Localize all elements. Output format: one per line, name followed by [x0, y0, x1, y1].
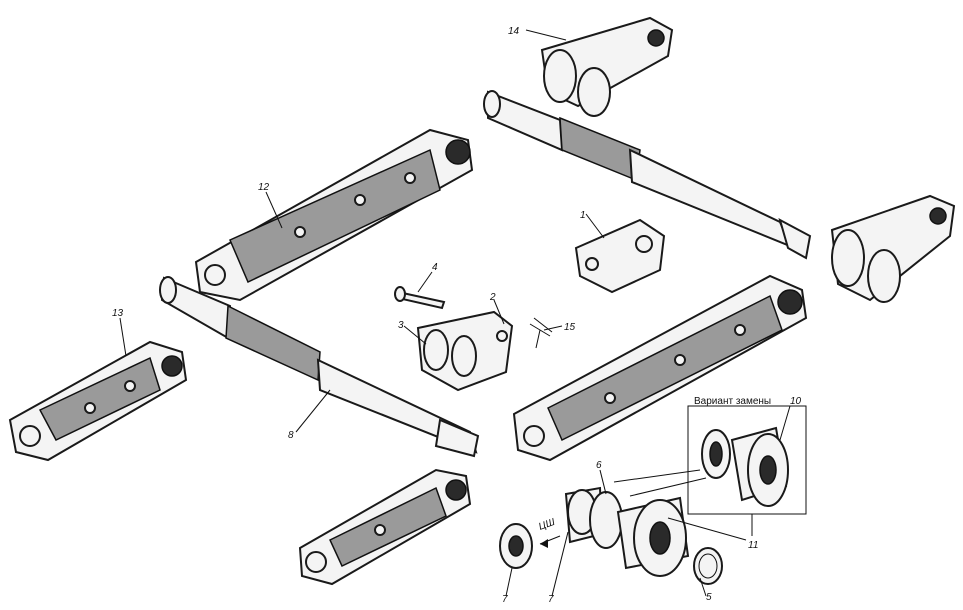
label-13: 13: [112, 308, 124, 319]
shaft-lower: [159, 276, 480, 458]
leader-lines: [119, 29, 791, 597]
chain-bottom: [298, 468, 472, 586]
pin-4: [394, 286, 446, 310]
link-right: [830, 194, 956, 303]
shaft-upper: [483, 90, 812, 260]
label-11: 11: [748, 540, 758, 551]
label-4: 4: [432, 262, 438, 273]
label-3: 3: [398, 320, 404, 331]
label-8: 8: [288, 430, 294, 441]
plates-2-3: [416, 310, 514, 392]
replacement-caption: Вариант замены: [694, 396, 771, 407]
label-1: 1: [580, 210, 586, 221]
label-7a: 7: [502, 594, 508, 605]
chain-12: [194, 128, 474, 302]
label-10: 10: [790, 396, 802, 407]
label-15: 15: [564, 322, 576, 333]
callout-labels: 14 12 13 1 4 2 3 15 8 6 10 11 5 7 7 Вари…: [112, 26, 802, 605]
arrow-text: ЦШ: [537, 517, 557, 533]
label-2: 2: [489, 292, 496, 303]
chain-right: [512, 274, 808, 462]
link-14: [540, 16, 674, 117]
label-6: 6: [596, 460, 602, 471]
plate-1: [574, 218, 666, 294]
chain-13: [8, 340, 188, 462]
replacement-box: [687, 405, 807, 515]
label-14: 14: [508, 26, 520, 37]
cotter-15: [529, 317, 553, 349]
label-12: 12: [258, 182, 270, 193]
label-5: 5: [706, 592, 712, 603]
label-7b: 7: [548, 594, 554, 605]
